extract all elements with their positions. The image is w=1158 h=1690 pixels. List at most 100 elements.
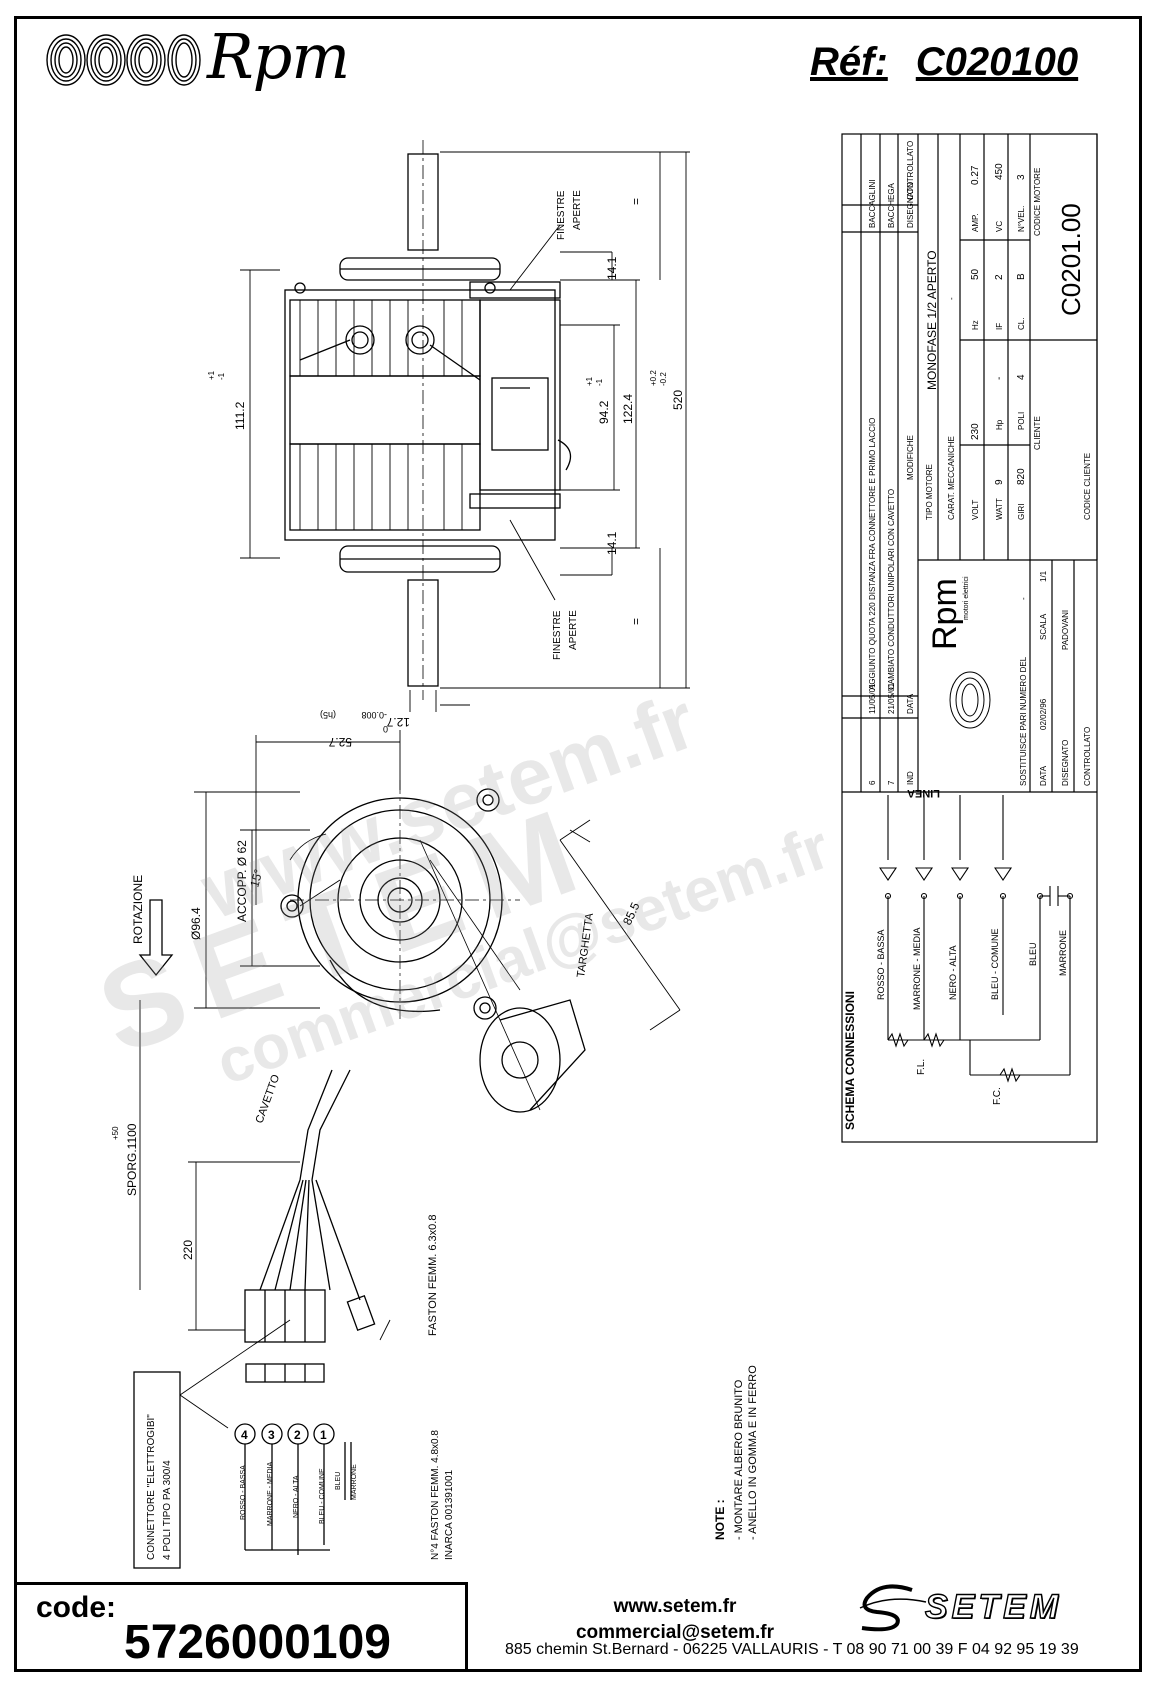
dim-94: 94.2 — [597, 400, 611, 424]
tipo-motore-label: TIPO MOTORE — [925, 464, 934, 520]
dim-122-tol-plus: +0.2 — [649, 370, 658, 386]
dim-111: 111.2 — [233, 401, 247, 430]
cliente-label: CLIENTE — [1033, 416, 1042, 450]
ref-value: C020100 — [915, 40, 1079, 84]
shaft-fit: (h5) — [320, 710, 336, 720]
cl-value: B — [1016, 273, 1027, 280]
hp-value: - — [994, 377, 1005, 380]
vc-label: VC — [995, 221, 1004, 232]
nvel-value: 3 — [1016, 174, 1027, 180]
dim-122: 122.4 — [621, 394, 635, 424]
finestre-top: FINESTRE — [556, 190, 567, 240]
shaft-tol: -0.008 — [361, 710, 387, 720]
sostituisce-label: SOSTITUISCE PARI NUMERO DEL — [1019, 656, 1028, 786]
wire-bleu-comune: BLEU - COMUNE — [990, 928, 1000, 1000]
sporg-tol: +50 — [111, 1126, 120, 1140]
watt-label: WATT — [995, 498, 1004, 520]
rotazione-label: ROTAZIONE — [131, 875, 145, 944]
hz-value: 50 — [970, 268, 981, 280]
pin-4: 4 — [241, 1428, 248, 1442]
shaft-dim: 12.7 — [386, 715, 410, 729]
carat-label: CARAT. MECCANICHE — [947, 436, 956, 520]
dim-85: 85.5 — [620, 900, 643, 927]
wire-rosso: ROSSO - BASSA — [876, 929, 886, 1000]
contact-block: www.setem.fr commercial@setem.fr — [525, 1594, 825, 1646]
fc-label: F.C. — [992, 1087, 1003, 1105]
if-label: IF — [995, 323, 1004, 330]
cavetto-label: CAVETTO — [254, 1073, 283, 1125]
tipo-motore-value: MONOFASE 1/2 APERTO — [925, 250, 939, 390]
dim-equal-bottom: = — [629, 618, 643, 625]
fl-label: F.L. — [916, 1059, 927, 1075]
shaft-tol-zero: 0 — [383, 724, 388, 734]
codice-motore-label: CODICE MOTORE — [1033, 168, 1042, 236]
pin-1: 1 — [320, 1428, 327, 1442]
dim-52: 52.7 — [328, 735, 352, 749]
amp-value: 0.27 — [970, 165, 981, 185]
accopp-dim: ACCOPP. Ø 62 — [235, 840, 249, 922]
email-link[interactable]: commercial@setem.fr — [575, 1622, 775, 1643]
codice-motore-value: C0201.00 — [1056, 203, 1086, 316]
schema-title: SCHEMA CONNESSIONI — [843, 991, 857, 1130]
watt-value: 9 — [994, 479, 1005, 485]
pin-label-marrone2: MARRONE — [351, 1464, 358, 1500]
dim-111-tol-minus: -1 — [217, 372, 226, 380]
hp-label: Hp — [995, 419, 1004, 430]
dim-14-top: 14.1 — [605, 256, 619, 280]
reference-number: Réf:C020100 — [810, 42, 1078, 82]
dim-94-tol-minus: -1 — [595, 378, 604, 386]
sostituisce-value: - — [1019, 597, 1028, 600]
rpm-logo-icon — [46, 34, 201, 86]
rev6-by1: BACCAGLINI — [868, 180, 877, 228]
drawing-frame — [14, 16, 1142, 1672]
website-link[interactable]: www.setem.fr — [613, 1596, 737, 1617]
company-address: 885 chemin St.Bernard - 06225 VALLAURIS … — [505, 1641, 1079, 1658]
rev7-by1: BACCHEGA — [887, 182, 896, 228]
notes-title: NOTE : — [713, 1499, 727, 1540]
col-controllato: CONTROLLATO — [906, 141, 915, 200]
amp-label: AMP. — [971, 213, 980, 232]
linea-label: LINEA — [907, 787, 940, 799]
targhetta-label: TARGHETTA — [575, 912, 596, 979]
disegnato-label: DISEGNATO — [1061, 740, 1070, 786]
wire-bleu: BLEU — [1028, 942, 1038, 966]
data-value: 02/02/96 — [1039, 698, 1048, 730]
rev7-date: 21/05/01 — [887, 682, 896, 714]
col-modifiche: MODIFICHE — [906, 435, 915, 480]
faston4-line1: N°4 FASTON FEMM. 4.8x0.8 — [430, 1430, 441, 1560]
notes-line-1: - MONTARE ALBERO BRUNITO — [733, 1379, 745, 1540]
pin-label-bleu: BLEU — [335, 1472, 342, 1490]
connettore-line1: CONNETTORE "ELETTROGIBI" — [146, 1414, 157, 1560]
setem-swoosh-icon — [859, 1584, 927, 1632]
aperte-bottom: APERTE — [568, 610, 579, 650]
dim-96: Ø96.4 — [189, 907, 203, 940]
notes-line-2: - ANELLO IN GOMMA E IN FERRO — [747, 1365, 759, 1540]
angle-15: 15° — [247, 867, 265, 888]
code-label: code: — [36, 1591, 117, 1624]
pin-3: 3 — [268, 1428, 275, 1442]
col-ind: IND — [906, 771, 915, 785]
rev6-ind: 6 — [868, 780, 877, 785]
pin-label-rosso: ROSSO - BASSA — [240, 1465, 247, 1520]
vc-value: 450 — [994, 163, 1005, 180]
cl-label: CL. — [1017, 318, 1026, 330]
title-block-brand-sub: motori elettrici — [963, 576, 970, 620]
dim-14-bottom: 14.1 — [605, 531, 619, 555]
data-label: DATA — [1039, 765, 1048, 786]
giri-value: 820 — [1016, 468, 1027, 485]
hz-label: Hz — [971, 320, 980, 330]
rev7-ind: 7 — [887, 780, 896, 785]
volt-label: VOLT — [971, 500, 980, 520]
connettore-line2: 4 POLI TIPO PA 300/4 — [162, 1460, 173, 1560]
code-number: 5726000109 — [124, 1616, 391, 1669]
title-block-brand: Rpm — [926, 578, 964, 650]
wire-marrone-2: MARRONE — [1058, 930, 1068, 976]
pin-label-nero: NERO - ALTA — [293, 1475, 300, 1518]
rev6-date: 11/05/01 — [868, 683, 877, 714]
code-box: code: 5726000109 — [16, 1582, 468, 1672]
scala-value: 1/1 — [1039, 570, 1048, 582]
controllato-label: CONTROLLATO — [1083, 727, 1092, 786]
dim-220: 220 — [181, 1240, 195, 1260]
nvel-label: N°VEL. — [1017, 206, 1026, 232]
